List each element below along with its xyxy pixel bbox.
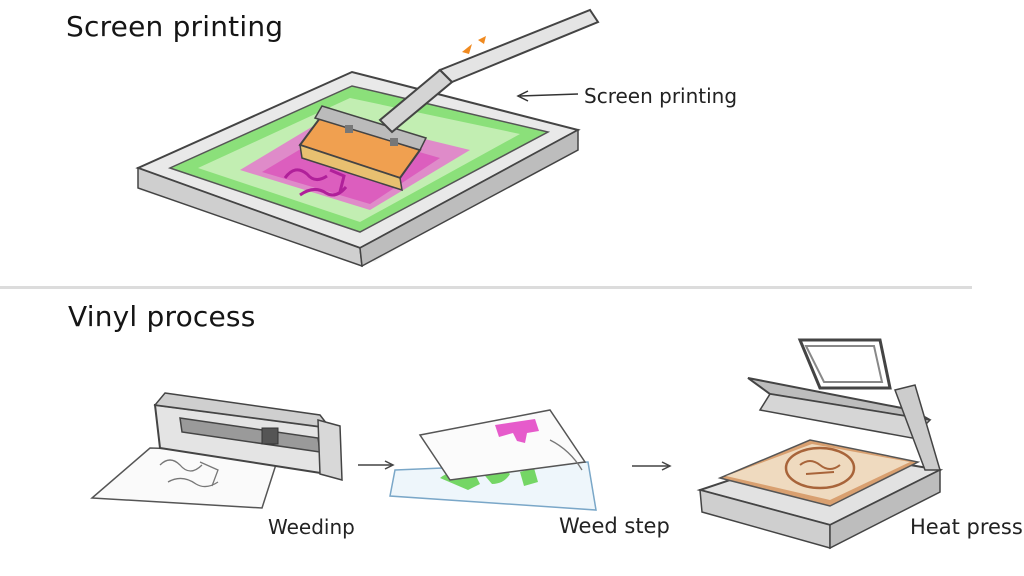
process-arrow-1 xyxy=(358,460,395,470)
weed-step-label: Weed step xyxy=(559,514,670,538)
heat-press-illustration xyxy=(696,338,944,550)
weeded-vinyl-sheets-illustration xyxy=(389,409,597,511)
heat-press-label: Heat press xyxy=(910,515,1023,539)
screen-printing-frame-illustration xyxy=(135,8,600,268)
vinyl-process-title: Vinyl process xyxy=(68,300,256,333)
screen-printing-title: Screen printing xyxy=(66,10,284,43)
section-divider xyxy=(0,286,972,289)
callout-arrow xyxy=(516,90,579,102)
vinyl-cutter-label: Weedinp xyxy=(268,515,355,539)
screen-printing-callout-label: Screen printing xyxy=(584,84,738,108)
vinyl-cutter-illustration xyxy=(90,392,343,509)
process-arrow-2 xyxy=(632,461,672,471)
